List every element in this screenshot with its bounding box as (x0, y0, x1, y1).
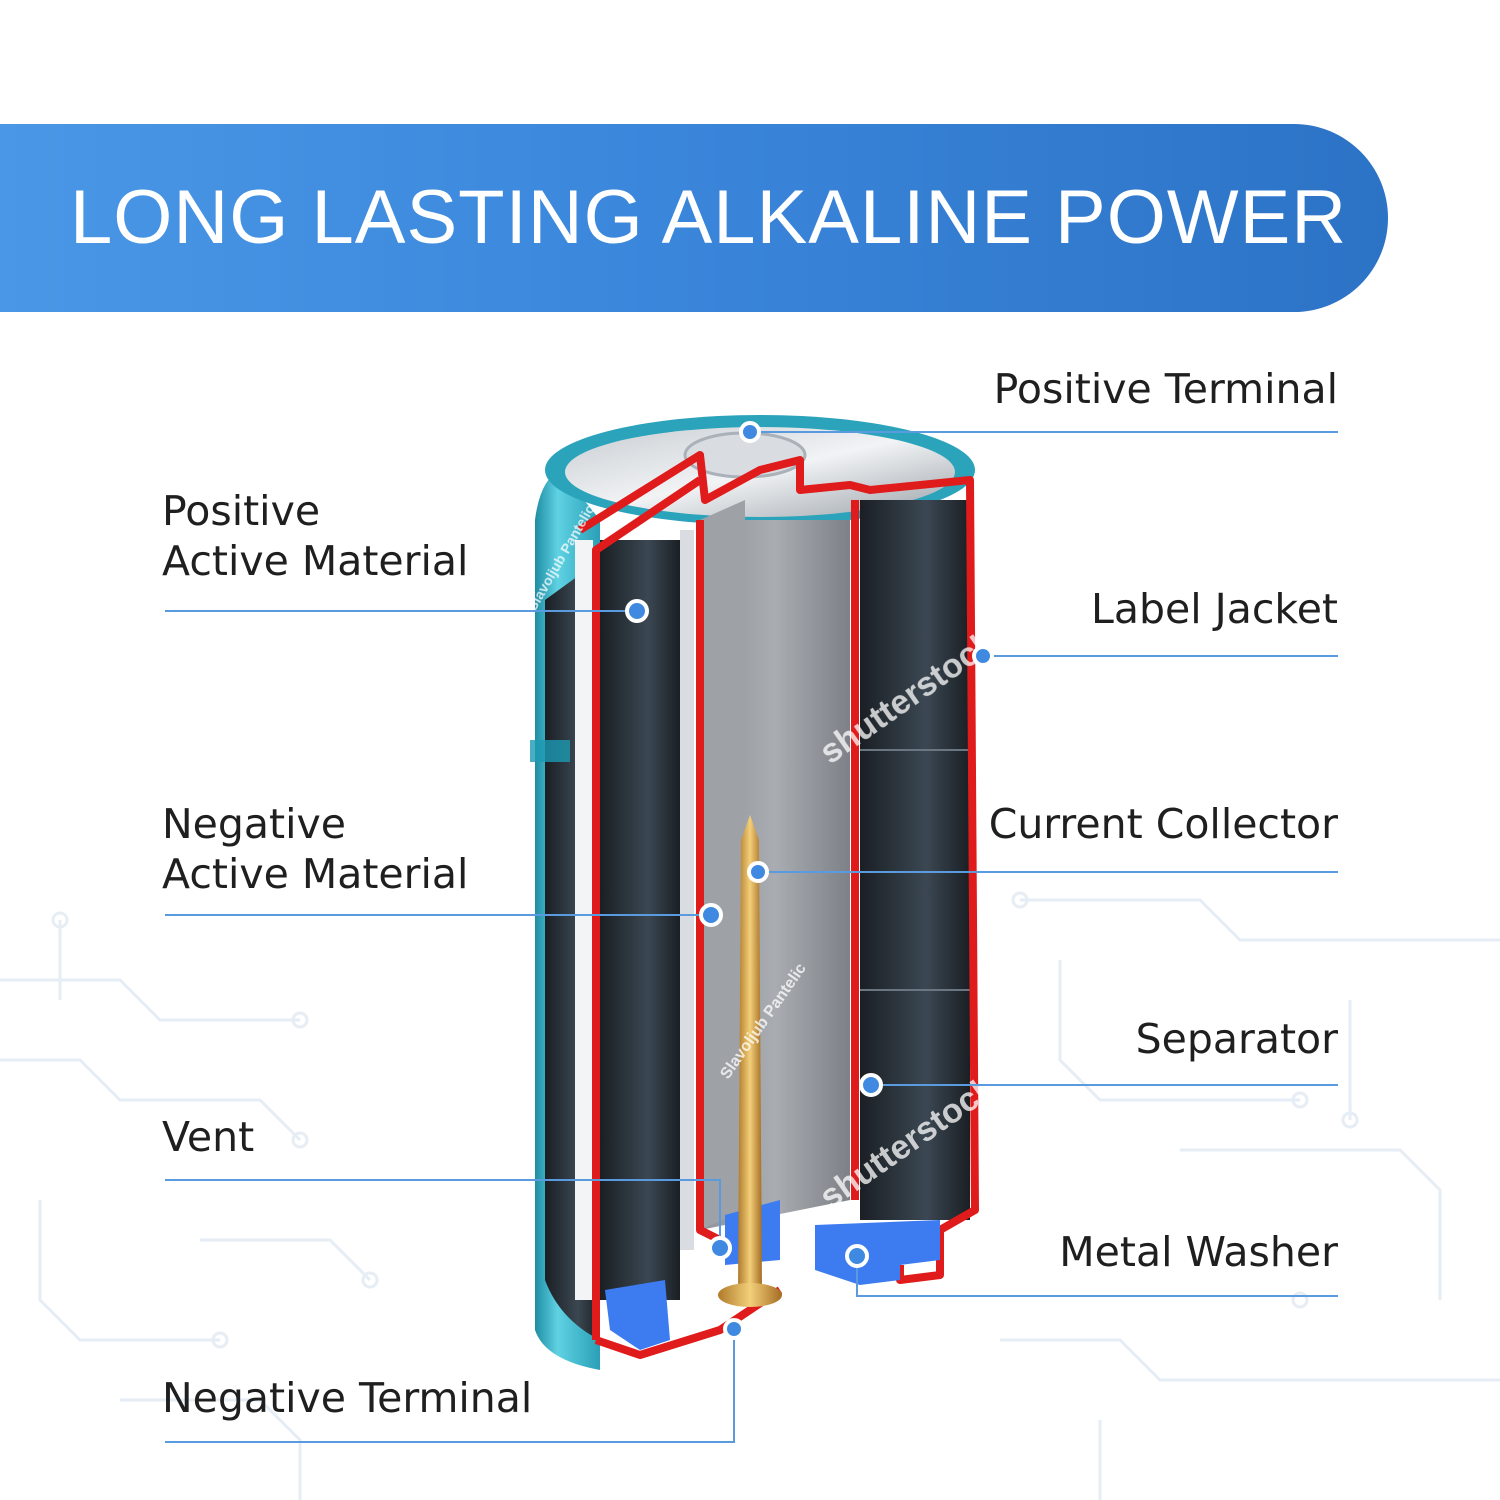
label-metal-washer: Metal Washer (1059, 1228, 1338, 1276)
callout-dot-vent (708, 1236, 732, 1260)
positive-active-material-shape (600, 500, 970, 1300)
callout-dot-negative-terminal (723, 1318, 745, 1340)
callout-dot-positive-terminal (739, 421, 761, 443)
current-collector-nail (718, 815, 782, 1307)
label-negative-active-material-line1: Negative (162, 800, 346, 848)
label-separator: Separator (1135, 1015, 1338, 1063)
label-negative-active-material: Negative Active Material (162, 799, 468, 899)
label-positive-active-material: Positive Active Material (162, 486, 468, 586)
label-positive-active-material-line2: Active Material (162, 537, 469, 585)
red-casing (577, 451, 979, 1359)
callout-dot-positive-active-material (625, 599, 649, 623)
label-positive-terminal: Positive Terminal (993, 365, 1338, 413)
callout-dot-separator (859, 1073, 883, 1097)
label-negative-terminal: Negative Terminal (162, 1374, 533, 1422)
label-current-collector: Current Collector (988, 800, 1338, 848)
separator-strip-left (575, 540, 593, 1300)
separator-strip-inner (680, 530, 694, 1250)
callout-line-metal-washer (856, 1256, 1338, 1297)
callout-dot-label-jacket (972, 645, 994, 667)
callout-dot-metal-washer (845, 1244, 869, 1268)
callout-dot-negative-active-material (699, 903, 723, 927)
banner-title: LONG LASTING ALKALINE POWER (70, 175, 1348, 260)
label-vent: Vent (162, 1113, 255, 1161)
label-positive-active-material-line1: Positive (162, 487, 321, 535)
label-label-jacket: Label Jacket (1091, 585, 1338, 633)
callout-line-vent (165, 1179, 721, 1248)
callout-dot-current-collector (747, 861, 769, 883)
title-banner: LONG LASTING ALKALINE POWER (0, 124, 1388, 312)
label-negative-active-material-line2: Active Material (162, 850, 469, 898)
callout-line-negative-terminal (165, 1329, 735, 1443)
